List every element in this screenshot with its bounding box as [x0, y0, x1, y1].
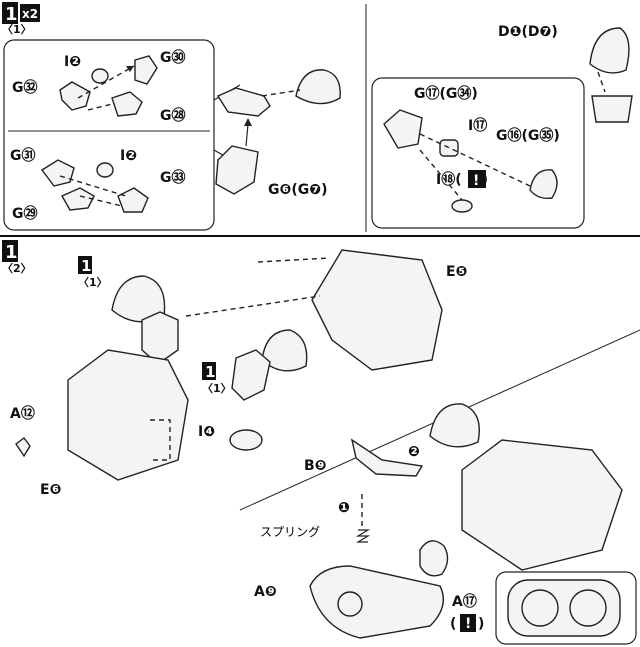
callout-badge-2 [202, 362, 216, 380]
part-i4 [229, 429, 263, 451]
step-1-2-section: 1 〈2〉 1 〈1〉 E❺ 1 〈1〉 E❻ A⑫ I❹ B❾ [2, 240, 640, 645]
warning-badge [468, 170, 486, 188]
label-g30: G㉚ [160, 49, 186, 66]
warning-mark: ! [473, 173, 479, 189]
part-g28 [111, 91, 143, 117]
label-g28: G㉘ [160, 107, 186, 124]
part-arm-mid [231, 349, 271, 401]
detail-inset [495, 571, 637, 645]
step-sub: 〈1〉 [2, 23, 32, 36]
part-cap-lower [429, 403, 480, 448]
part-cap-upper [111, 275, 166, 323]
svg-text:(: ( [450, 616, 456, 632]
part-g31 [40, 159, 75, 187]
part-torso-lower [461, 439, 623, 571]
label-i18-pre: I⑱( [436, 171, 462, 188]
part-g29 [61, 187, 95, 211]
part-g16 [529, 169, 558, 200]
step-badge [2, 240, 18, 262]
part-g32 [59, 81, 91, 111]
part-i2-lower [96, 162, 114, 178]
label-g32: G㉜ [12, 79, 38, 96]
part-i18 [451, 199, 473, 213]
label-b9: B❾ [304, 458, 327, 474]
part-e5 [311, 249, 443, 371]
part-cap-mid [261, 329, 308, 372]
part-a12 [15, 437, 31, 458]
label-g16: G⑯(G㉟) [496, 127, 560, 144]
arrow-1: ❶ [338, 500, 350, 516]
label-g29: G㉙ [12, 205, 38, 222]
svg-text:): ) [478, 616, 484, 632]
part-d-lower [591, 95, 633, 123]
label-g6: G❻(G❼) [268, 182, 328, 198]
label-g17: G⑰(G㉞) [414, 85, 478, 102]
step-1-1-section: 1 x2 〈1〉 I❷ G㉜ G㉚ G㉘ G㉛ I❷ G㉝ G㉙ [2, 2, 633, 232]
guide-dash [150, 419, 171, 461]
part-round-cap [295, 69, 341, 105]
part-g33 [117, 187, 149, 213]
label-e5: E❺ [446, 264, 468, 280]
step-number: 1 [5, 242, 18, 263]
arrow-2: ❷ [408, 444, 420, 460]
label-a12: A⑫ [10, 405, 35, 422]
part-e6 [67, 349, 189, 481]
part-spring [355, 529, 371, 543]
multiplier-badge [20, 4, 40, 22]
label-g33: G㉝ [160, 169, 186, 186]
label-i2-upper: I❷ [64, 54, 81, 70]
label-a9: A❾ [254, 584, 277, 600]
warning-mark-2: ! [465, 616, 471, 632]
callout-sub-2: 〈1〉 [202, 382, 232, 395]
label-i2-lower: I❷ [120, 148, 137, 164]
part-i17 [439, 139, 459, 157]
label-d1: D❶(D❼) [498, 24, 558, 40]
label-a17: A⑰ [452, 593, 477, 610]
part-g6 [215, 145, 259, 195]
step-badge [2, 2, 18, 24]
part-lens [419, 540, 449, 577]
step-number: 1 [5, 4, 18, 25]
label-g31: G㉛ [10, 147, 36, 164]
parts-box-left [3, 39, 215, 231]
part-shoulder-joint [216, 87, 271, 117]
callout-number: 1 [81, 257, 91, 275]
label-e6: E❻ [40, 482, 62, 498]
callout-sub: 〈1〉 [78, 276, 108, 289]
label-i17: I⑰ [468, 117, 487, 134]
warning-badge-2 [460, 614, 476, 632]
part-i2 [91, 68, 109, 84]
label-i4: I❹ [198, 424, 215, 440]
multiplier: x2 [22, 7, 38, 21]
parts-box-right [371, 77, 585, 229]
step-sub: 〈2〉 [2, 262, 32, 275]
part-g17 [383, 109, 423, 149]
callout-number-2: 1 [205, 363, 215, 381]
part-b9 [350, 438, 424, 477]
part-a9 [309, 565, 444, 639]
callout-badge [78, 256, 92, 274]
part-arm-upper [141, 311, 179, 365]
label-spring: スプリング [260, 525, 320, 539]
part-d1 [589, 27, 630, 74]
part-g30 [134, 55, 158, 85]
